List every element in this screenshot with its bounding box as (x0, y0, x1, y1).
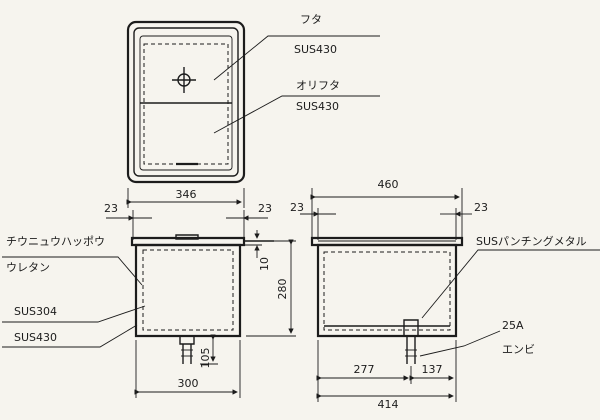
side-drain-socket (180, 336, 194, 344)
dim-front-right-flange: 23 (474, 201, 488, 214)
side-view (2, 210, 296, 398)
label-inner-material: SUS304 (14, 305, 58, 318)
dim-side-width: 300 (178, 377, 199, 390)
label-folding-lid-material: SUS430 (296, 100, 340, 113)
lid-leader (214, 36, 380, 80)
label-drain-type: エンビ (502, 343, 535, 356)
dim-drain-offset-left: 277 (354, 363, 375, 376)
front-body-inner (324, 252, 450, 330)
side-body-outer (136, 245, 240, 336)
plan-inner-frame (134, 28, 238, 176)
side-hinge (176, 235, 198, 239)
dim-drain-height: 105 (199, 348, 212, 369)
dim-front-width: 460 (378, 178, 399, 191)
dim-side-left-flange: 23 (104, 202, 118, 215)
plan-hidden-outline (144, 44, 228, 164)
dim-front-left-flange: 23 (290, 201, 304, 214)
dim-flange-thickness: 10 (258, 257, 271, 271)
label-hinge: チウニュウハッポウ (6, 235, 105, 248)
plan-outer-frame (128, 22, 244, 182)
side-body-inner (143, 250, 233, 330)
front-drain-socket (404, 320, 418, 336)
plan-view (126, 22, 380, 208)
label-drain-size: 25A (502, 319, 524, 332)
dim-plan-width: 346 (176, 188, 197, 201)
label-lid: フタ (300, 13, 322, 26)
label-urethane: ウレタン (6, 261, 50, 274)
label-lid-material: SUS430 (294, 43, 338, 56)
dim-side-right-flange: 23 (258, 202, 272, 215)
dim-front-body-width: 414 (378, 398, 399, 411)
handle-crosshair-icon (172, 67, 196, 93)
front-view (300, 188, 600, 402)
folding-lid-leader (214, 96, 380, 133)
label-outer-material: SUS430 (14, 331, 58, 344)
label-folding-lid: オリフタ (296, 79, 340, 92)
front-body-outer (318, 245, 456, 336)
dim-side-depth: 280 (276, 279, 289, 300)
label-punching-metal: SUSパンチングメタル (476, 235, 587, 248)
dim-drain-offset-right: 137 (422, 363, 443, 376)
